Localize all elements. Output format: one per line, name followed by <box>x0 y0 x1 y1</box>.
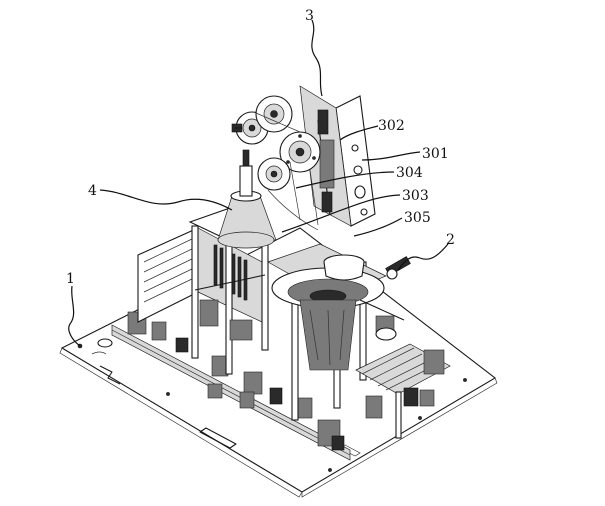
leader-304 <box>295 171 395 189</box>
drive-belt <box>255 112 319 231</box>
reel-upper-right <box>255 95 293 133</box>
reel-lower <box>257 157 291 191</box>
callout-label-1: 1 <box>66 271 75 287</box>
feeder-frame <box>188 149 277 375</box>
leader-2 <box>397 243 449 271</box>
leader-302 <box>339 125 379 141</box>
callout-label-304: 304 <box>396 165 423 181</box>
rotary-table <box>267 243 411 421</box>
callout-label-3: 3 <box>305 8 314 24</box>
leader-lines <box>68 19 449 347</box>
callout-label-303: 303 <box>402 188 429 204</box>
leader-4 <box>99 189 233 211</box>
callout-label-301: 301 <box>422 146 449 162</box>
front-rail <box>111 311 351 461</box>
leader-3 <box>311 19 323 97</box>
callout-label-305: 305 <box>404 210 431 226</box>
right-conveyor <box>355 343 451 439</box>
callout-label-302: 302 <box>378 118 405 134</box>
leader-1 <box>68 285 81 347</box>
leader-303 <box>281 194 401 233</box>
callout-label-2: 2 <box>446 232 455 248</box>
callout-labels: 1 2 3 4 301 302 303 304 305 <box>66 8 455 287</box>
reel-upper-left <box>231 111 269 145</box>
leader-301 <box>361 151 421 161</box>
leader-305 <box>353 217 403 237</box>
callout-label-4: 4 <box>88 183 97 199</box>
